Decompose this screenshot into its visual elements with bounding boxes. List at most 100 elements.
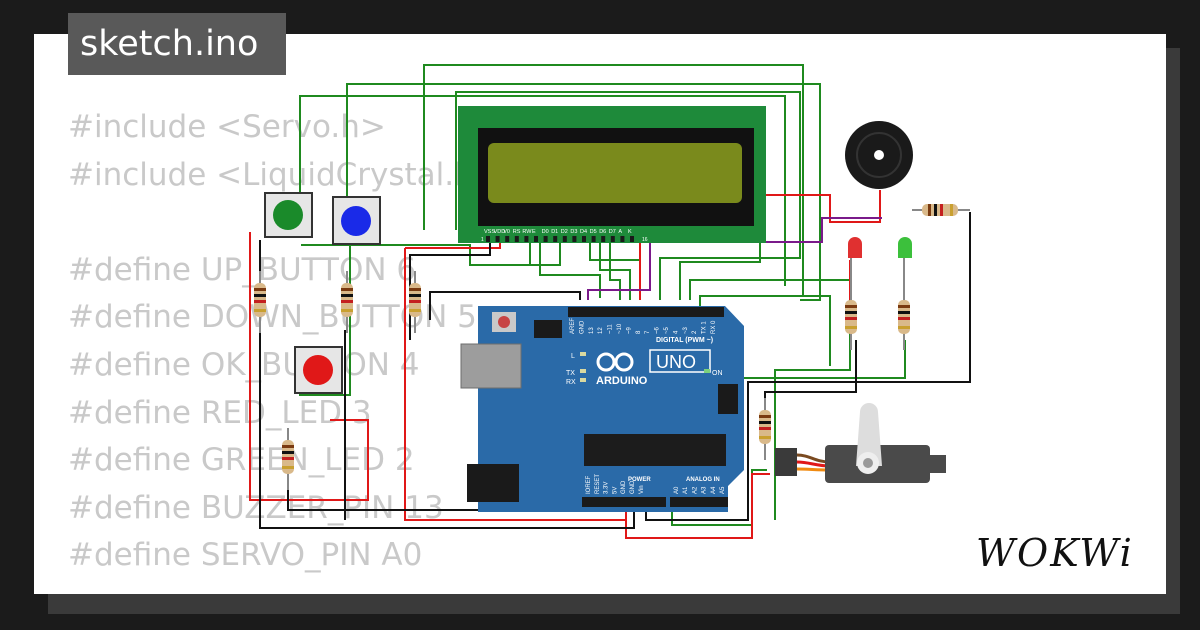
- l-label: L: [571, 353, 575, 360]
- resistor-band: [898, 305, 910, 308]
- arduino-infinity-logo-left: [596, 352, 616, 372]
- pin-label: ~10: [617, 323, 623, 334]
- servo-mount: [928, 455, 946, 473]
- uno-label-box: [649, 349, 711, 373]
- pushbutton-blue-cap[interactable]: [341, 206, 371, 236]
- resistor-band: [282, 451, 294, 454]
- resistor-band: [940, 204, 943, 216]
- pin-label: V0: [503, 229, 510, 235]
- pin-label: A4: [711, 486, 717, 494]
- pin-label: A2: [692, 486, 698, 494]
- pin-label: D1: [551, 229, 558, 235]
- wire-black: [764, 340, 857, 420]
- resistor-band: [282, 457, 294, 460]
- icsp-header: [534, 320, 562, 338]
- tx-label: TX: [566, 370, 575, 377]
- pushbutton-green-cap[interactable]: [273, 200, 303, 230]
- pushbutton-red-cap[interactable]: [303, 355, 333, 385]
- code-line: #define RED_LED 3: [68, 394, 372, 431]
- pin-label: D2: [561, 229, 568, 235]
- pin-label: E: [532, 229, 536, 235]
- pin-label: 3.3V: [604, 482, 610, 494]
- reset-button-cap[interactable]: [498, 316, 510, 328]
- wire-green: [539, 236, 601, 298]
- digital-header: [568, 307, 724, 317]
- pin-label: 7: [645, 330, 651, 334]
- resistor-band: [759, 436, 771, 439]
- code-line: #define BUZZER_PIN 13: [68, 489, 444, 526]
- resistor: [845, 288, 857, 350]
- pin-label: GND: [630, 480, 636, 494]
- lcd-pin: [591, 236, 596, 242]
- resistor-band: [409, 309, 421, 312]
- pin-label: RS: [513, 229, 521, 235]
- resistor-band: [341, 288, 353, 291]
- resistor-band: [341, 309, 353, 312]
- uno-label: UNO: [656, 352, 696, 372]
- lcd-pin: [524, 236, 529, 242]
- on-label: ON: [712, 370, 723, 377]
- lcd-pin: [543, 236, 548, 242]
- pin-label: D5: [590, 229, 597, 235]
- wire-green: [699, 295, 831, 366]
- pin-label: RW: [522, 229, 532, 235]
- pin-label: D0: [542, 229, 549, 235]
- pushbutton-blue[interactable]: [332, 196, 381, 245]
- pin-label: D6: [599, 229, 606, 235]
- led-green[interactable]: [898, 237, 912, 300]
- file-title-badge: sketch.ino: [68, 13, 286, 75]
- pin-label: K: [628, 229, 632, 235]
- tx-led: [580, 369, 586, 373]
- pin-label: VSS: [484, 229, 495, 235]
- usb-connector: [460, 343, 522, 389]
- pin-label: 1: [481, 237, 484, 243]
- buzzer[interactable]: [845, 121, 913, 189]
- pin-label: RX 0: [711, 320, 717, 334]
- pin-label: A5: [720, 486, 726, 494]
- resistor-band: [759, 427, 771, 430]
- code-line: #define SERVO_PIN A0: [68, 537, 423, 574]
- pin-label: GND: [579, 320, 585, 334]
- resistor-band: [341, 294, 353, 297]
- lcd-pin: [582, 236, 586, 242]
- pushbutton-green[interactable]: [264, 192, 313, 238]
- resistor-band: [898, 311, 910, 314]
- pin-label: 13: [589, 327, 595, 334]
- arduino-infinity-logo-right: [614, 352, 634, 372]
- digital-label: DIGITAL (PWM ~): [656, 337, 713, 344]
- resistor-band: [282, 445, 294, 448]
- pin-label: A0: [674, 486, 680, 494]
- servo-motor[interactable]: [775, 403, 946, 483]
- resistors: [254, 271, 910, 490]
- led-red[interactable]: [848, 237, 862, 300]
- pin-label: D3: [570, 229, 577, 235]
- pin-label: TX 1: [702, 321, 708, 334]
- resistor-band: [341, 300, 353, 303]
- pin-label: 4: [673, 330, 679, 334]
- resistor-band: [759, 421, 771, 424]
- pin-label: ~3: [683, 326, 689, 334]
- servo-horn-screw: [863, 458, 873, 468]
- resistor-band: [759, 415, 771, 418]
- wokwi-logo: WOKWi: [976, 531, 1134, 575]
- lcd-pin: [620, 236, 625, 242]
- wire-green: [455, 91, 801, 300]
- pin-label: RESET: [595, 474, 601, 494]
- code-line: #include <LiquidCrystal.h>: [68, 156, 500, 193]
- buzzer-hole: [874, 150, 884, 160]
- resistor-band: [898, 326, 910, 329]
- arduino-uno-board[interactable]: UNO ARDUINO DIGITAL (PWM ~) ANALOG IN PO…: [460, 306, 744, 512]
- wire-red: [249, 232, 369, 501]
- pin-label: A: [618, 229, 622, 235]
- wire-black: [259, 240, 635, 529]
- lcd-pin: [534, 236, 538, 242]
- code-line: #define UP_BUTTON 6: [68, 251, 417, 288]
- lcd-pin: [601, 236, 606, 242]
- pin-label: ~9: [626, 326, 632, 334]
- wire-green: [301, 236, 561, 266]
- wokwi-logo-text: WOKWi: [976, 531, 1134, 575]
- pushbutton-red[interactable]: [294, 346, 343, 394]
